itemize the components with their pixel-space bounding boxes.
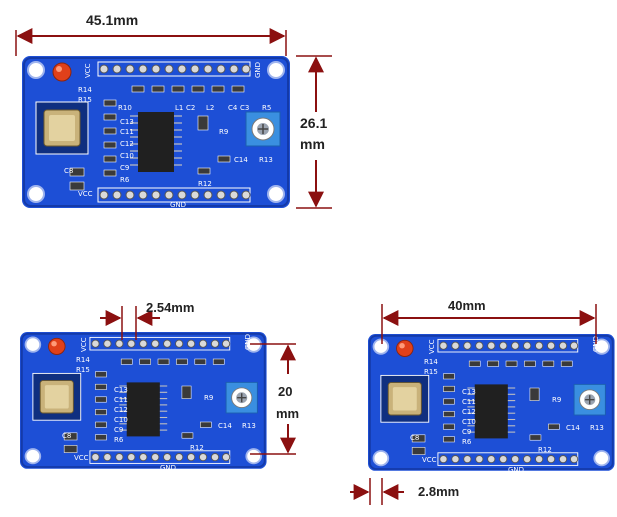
silk-r10: R10 [118, 104, 132, 112]
silk2-c8: C8 [62, 432, 71, 440]
dimension-pin-pitch-label: 2.54mm [146, 300, 194, 315]
silk-gnd-bottom: GND [170, 201, 186, 209]
silk-c9: C9 [120, 164, 129, 172]
silk-c10: C10 [120, 152, 134, 160]
silk-r13: R13 [259, 156, 273, 164]
silk3-c12: C12 [462, 408, 476, 416]
silk3-c9: C9 [462, 428, 471, 436]
silk-c8: C8 [64, 167, 73, 175]
silk-gnd-top: GND [254, 62, 262, 78]
silk2-gnd-bottom: GND [160, 464, 176, 472]
dimension-top-height-value: 26.1 [300, 115, 327, 131]
dimension-hole-spacing-value: 20 [278, 384, 292, 399]
silk2-c13: C13 [114, 386, 128, 394]
dimension-hole-spacing-unit: mm [276, 406, 299, 421]
silk-vcc: VCC [84, 63, 92, 78]
board-top-silkscreen: VCC GND R14 R15 R10 C2 L1 L2 C4 C3 R5 C1… [64, 62, 273, 209]
silk-c12: C12 [120, 140, 134, 148]
silk2-r15: R15 [76, 366, 90, 374]
silk3-r13: R13 [590, 424, 604, 432]
silk2-r13: R13 [242, 422, 256, 430]
silk3-r14: R14 [424, 358, 438, 366]
board-bottom-right [367, 333, 616, 472]
silk2-r9: R9 [204, 394, 213, 402]
silk-c2: C2 [186, 104, 195, 112]
dimension-hole-spacing: 20 mm [250, 343, 299, 455]
silk2-c14: C14 [218, 422, 232, 430]
silk3-gnd-bottom: GND [508, 466, 524, 474]
silk2-c10: C10 [114, 416, 128, 424]
silk2-c11: C11 [114, 396, 128, 404]
silk3-r9: R9 [552, 396, 561, 404]
silk-l1: L1 [175, 104, 183, 112]
silk2-vcc: VCC [80, 337, 88, 352]
dimension-edge-offset: 2.8mm [350, 478, 459, 505]
silk3-c13: C13 [462, 388, 476, 396]
silk-r5: R5 [262, 104, 271, 112]
board-bottom-right-silkscreen: VCC GND R14 R15 C13 C11 C12 C10 C9 R6 R9… [410, 336, 604, 474]
silk2-c9: C9 [114, 426, 123, 434]
board-top [21, 55, 291, 209]
dimension-top-height-unit: mm [300, 136, 325, 152]
silk3-r6: R6 [462, 438, 472, 446]
silk3-c10: C10 [462, 418, 476, 426]
silk3-vcc-bottom: VCC [422, 456, 437, 464]
silk2-c12: C12 [114, 406, 128, 414]
silk3-c14: C14 [566, 424, 580, 432]
silk-l2: L2 [206, 104, 214, 112]
silk3-c11: C11 [462, 398, 476, 406]
dimension-pin-pitch: 2.54mm [100, 300, 194, 340]
silk-r12: R12 [198, 180, 212, 188]
silk-c3: C3 [240, 104, 249, 112]
silk2-r14: R14 [76, 356, 90, 364]
silk-r9: R9 [219, 128, 228, 136]
silk-c4: C4 [228, 104, 238, 112]
silk3-vcc: VCC [428, 339, 436, 354]
silk-r6: R6 [120, 176, 130, 184]
board-bottom-left [19, 331, 268, 470]
silk2-gnd: GND [244, 334, 252, 350]
silk-c11: C11 [120, 128, 134, 136]
dimension-top-height: 26.1 mm [296, 55, 332, 209]
dimension-top-width: 45.1mm [15, 12, 287, 56]
dimension-edge-offset-label: 2.8mm [418, 484, 459, 499]
silk3-r15: R15 [424, 368, 438, 376]
silk2-vcc-bottom: VCC [74, 454, 89, 462]
silk-r15: R15 [78, 96, 92, 104]
silk-vcc-bottom: VCC [78, 190, 93, 198]
silk-r14: R14 [78, 86, 92, 94]
silk3-r12: R12 [538, 446, 552, 454]
board-bottom-left-silkscreen: VCC GND R14 R15 C13 C11 C12 C10 C9 R6 R9… [62, 334, 256, 472]
silk2-r12: R12 [190, 444, 204, 452]
silk-c13: C13 [120, 118, 134, 126]
dimension-top-width-label: 45.1mm [86, 12, 138, 28]
silk3-c8: C8 [410, 434, 419, 442]
dimension-hole-distance: 40mm [381, 298, 597, 344]
dimension-hole-distance-label: 40mm [448, 298, 486, 313]
silk-c14: C14 [234, 156, 248, 164]
silk2-r6: R6 [114, 436, 124, 444]
